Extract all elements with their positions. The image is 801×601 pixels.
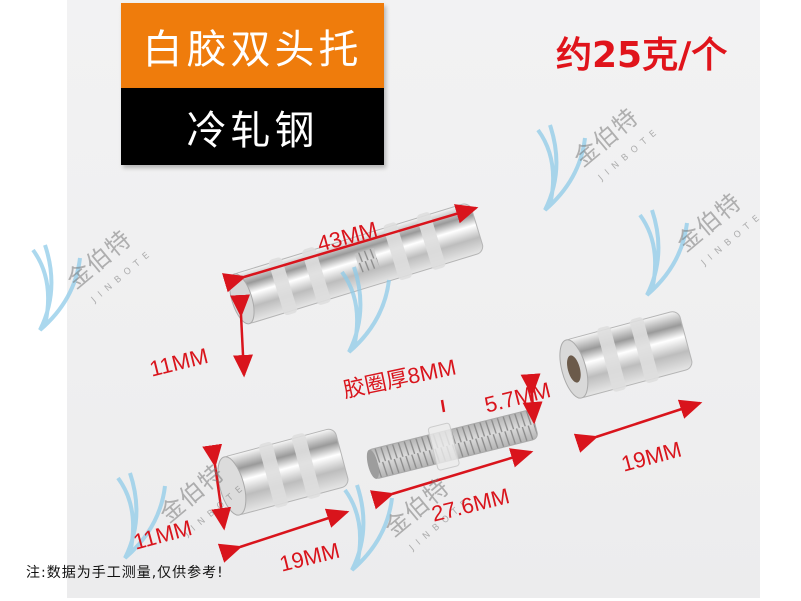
- footer-note: 注:数据为手工测量,仅供参考!: [26, 565, 224, 581]
- weight-label: 约25克/个: [556, 35, 728, 76]
- material-tag-black: 冷轧钢: [121, 88, 384, 165]
- double-thread-screw: [366, 410, 538, 479]
- right-female-piece: [559, 311, 693, 399]
- dimension-arrows: [202, 204, 703, 563]
- title-tag-orange: 白胶双头托: [121, 3, 384, 88]
